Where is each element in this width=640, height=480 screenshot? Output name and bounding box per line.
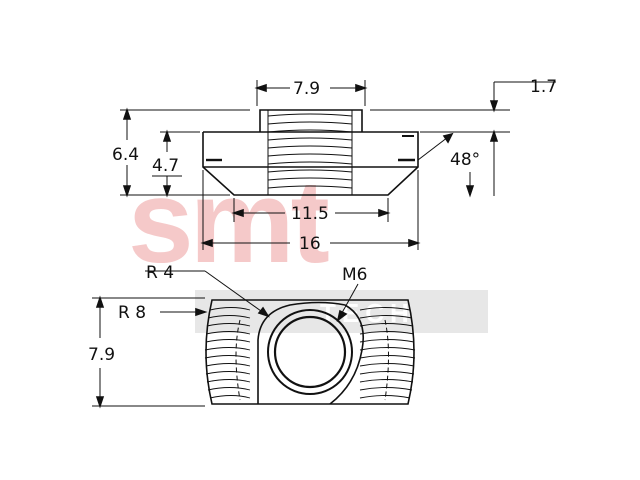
hidden-line-right [384,319,389,401]
dim-angle: 48° [450,150,480,170]
hidden-line-left [235,319,241,401]
dim-bottom-height: 7.9 [88,345,115,365]
dimension-labels: 7.9 1.7 6.4 4.7 48° 11.5 16 R 4 R 8 M6 7… [88,77,557,365]
watermark-band-text: TECH [320,298,415,328]
dim-body-height: 4.7 [152,156,179,176]
dim-full-width: 16 [299,234,321,254]
nut-outline [205,299,415,405]
dim-inner-radius: R 4 [146,263,174,283]
dim-top-width: 7.9 [293,79,320,99]
dim-step-height: 1.7 [530,77,557,97]
cam-contour [257,301,364,405]
top-view [92,270,416,409]
dim-outer-radius: R 8 [118,303,146,323]
thread-hatch [267,110,353,195]
dim-thread: M6 [342,265,367,285]
dim-bottom-width: 11.5 [291,204,329,224]
thread-inner-circle [273,315,347,389]
rib-hatch [204,307,416,399]
side-view [120,80,556,250]
top-cap-outline [259,109,363,132]
dim-total-height: 6.4 [112,145,139,165]
thread-outer-circle [267,309,353,395]
